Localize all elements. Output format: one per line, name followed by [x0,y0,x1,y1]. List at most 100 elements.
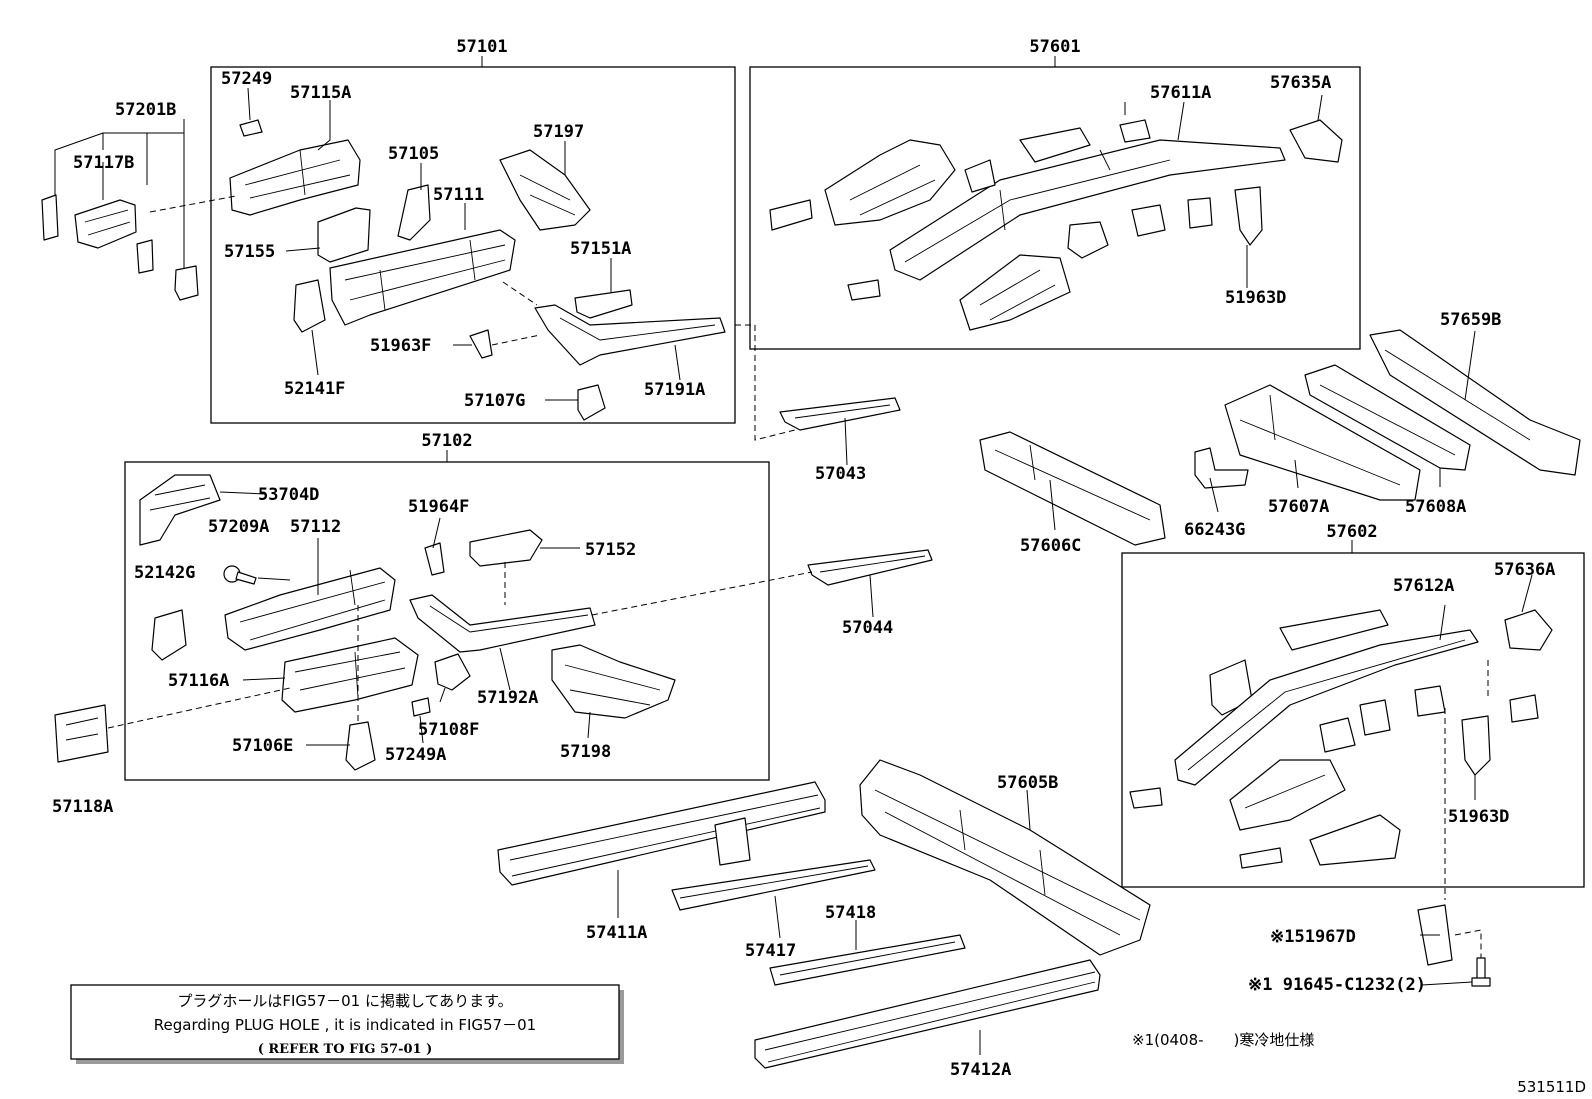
note-line-japanese: プラグホールはFIG57－01 に掲載してあります。 [177,992,512,1010]
label-57117B: 57117B [73,153,134,173]
part-57612A-main-rail [1174,629,1479,786]
part-57602-mounts [1319,685,1539,753]
label-57108F: 57108F [418,720,479,740]
label-52142G: 52142G [134,563,195,583]
label-57607A: 57607A [1268,497,1329,517]
part-57117B-bracket [74,199,137,249]
part-57106E-bracket [345,721,376,771]
cold-region-legend: ※1(0408- )寒冷地仕様 [1132,1031,1314,1049]
part-57601-brace [964,159,996,193]
part-57608A-reinforcement [1304,364,1471,471]
part-57602-lower-brackets [1239,814,1401,869]
label-51963D-upper: 51963D [1225,288,1286,308]
label-57612A: 57612A [1393,576,1454,596]
label-57112: 57112 [290,517,341,537]
part-57417-reinforcement [671,859,876,911]
label-57102: 57102 [421,431,472,451]
label-57151A: 57151A [570,239,631,259]
part-57601-wheelhouse [824,139,956,226]
note-line-english: Regarding PLUG HOLE , it is indicated in… [154,1016,536,1034]
label-57111: 57111 [433,185,484,205]
label-57605B: 57605B [997,773,1058,793]
label-57044: 57044 [842,618,893,638]
figure-code: 531511D [1517,1078,1586,1096]
label-57411A: 57411A [586,923,647,943]
label-91645-C1232: ※1 91645-C1232(2) [1248,975,1426,995]
part-57111-rail [329,229,516,326]
label-51963F: 51963F [370,336,431,356]
label-57636A: 57636A [1494,560,1555,580]
part-57112-rail [224,567,396,651]
label-57118A: 57118A [52,797,113,817]
part-57418-reinforcement [769,934,966,986]
part-57602-gusset [1279,609,1389,651]
label-57602: 57602 [1326,522,1377,542]
label-57155: 57155 [224,242,275,262]
part-57192A-rail [409,594,596,653]
label-53704D: 53704D [258,485,319,505]
part-57607A-crossmember [1224,384,1421,501]
label-51964F: 51964F [408,497,469,517]
part-57601-clips [847,119,1213,301]
part-57249A-bracket [411,697,431,717]
part-57151A-bracket [574,289,633,319]
label-57606C: 57606C [1020,536,1081,556]
label-57107G: 57107G [464,391,525,411]
label-57418: 57418 [825,903,876,923]
part-57201B-clip-left [41,194,59,241]
label-57659B: 57659B [1440,310,1501,330]
part-57602-lower-member [1229,759,1346,831]
part-57611A-main-rail [889,139,1286,281]
part-57412A-side-member [754,959,1101,1069]
part-57601-gusset [1019,127,1091,163]
part-51964F-bracket [424,542,445,576]
part-57191A-rail [534,304,726,366]
part-57249-bracket [239,119,263,137]
part-57155-bracket [317,207,371,263]
label-57635A: 57635A [1270,73,1331,93]
part-57105-bracket [397,184,431,241]
part-51963D-lower-bracket [1461,715,1491,776]
part-57198-panel [551,644,676,719]
part-57201B-block [174,265,199,301]
label-57197: 57197 [533,122,584,142]
group-box-57602 [1121,552,1585,888]
part-57152-bracket [469,529,543,567]
part-57606C-crossmember [979,431,1166,546]
part-57605B-floor-member [859,759,1151,956]
part-57201B-clip-right [136,239,154,274]
part-52141F-bracket [293,279,326,333]
part-51963D-upper-bracket [1234,186,1263,246]
part-57044-sill-piece [807,549,933,586]
part-52142G-bracket [151,609,187,661]
label-57043: 57043 [815,464,866,484]
label-57201B: 57201B [115,100,176,120]
part-53704D-panel [139,474,221,546]
part-51963F-bracket [469,329,493,359]
part-57635A-bracket [1289,119,1343,163]
part-57636A-bracket [1504,609,1553,651]
part-57659B-member [1369,329,1581,476]
label-57209A: 57209A [208,517,269,537]
part-91645-bolt [1471,957,1491,987]
label-57191A: 57191A [644,380,705,400]
label-57105: 57105 [388,144,439,164]
label-57198: 57198 [560,742,611,762]
part-57115A-panel [229,139,361,216]
label-57249A: 57249A [385,745,446,765]
part-57118A-plate [54,704,109,763]
part-57411A-side-member [497,781,826,886]
label-57601: 57601 [1029,37,1080,57]
label-57417: 57417 [745,941,796,961]
part-57209A-bolt [223,565,257,585]
part-57116A-panel [281,637,419,713]
part-57107G-bracket [577,384,606,421]
label-57192A: 57192A [477,688,538,708]
label-57106E: 57106E [232,736,293,756]
part-57197-panel [499,149,591,231]
label-52141F: 52141F [284,379,345,399]
part-57043-sill-piece [779,397,901,431]
part-57601-lower-member [959,254,1071,331]
group-box-57101 [210,66,736,424]
